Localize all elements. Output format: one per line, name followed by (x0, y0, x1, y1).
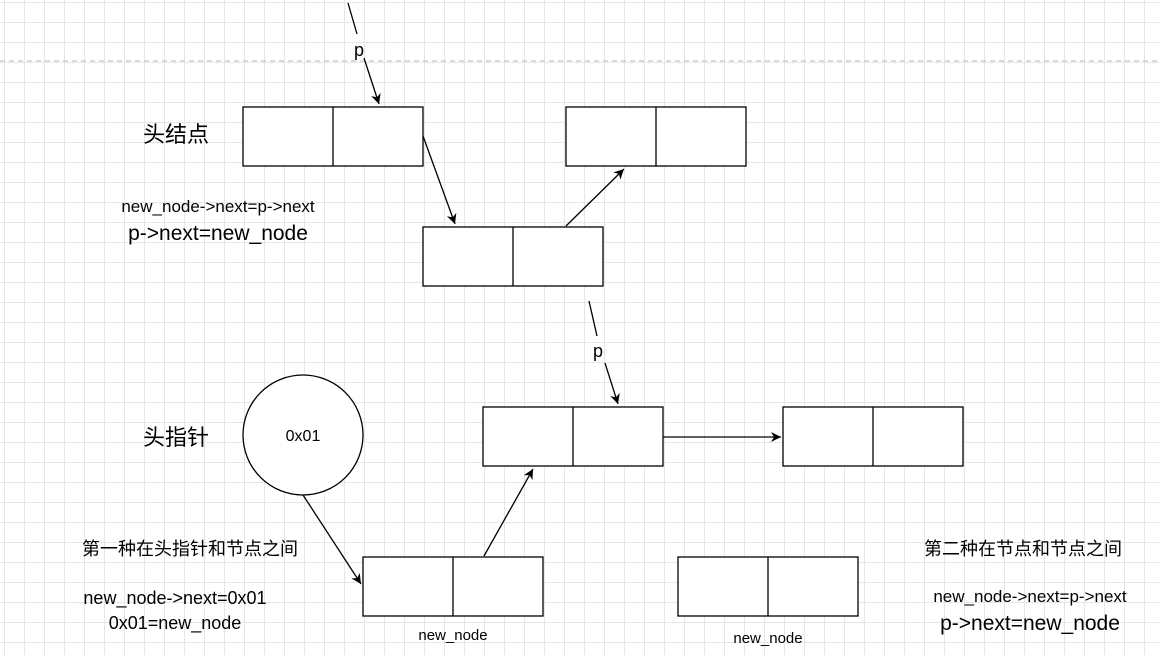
pointer-p-bottom-arrow (604, 362, 620, 405)
code-case1-line1: new_node->next=0x01 (83, 588, 266, 609)
code-top-line2: p->next=new_node (128, 222, 308, 245)
pointer-p-bottom-tail (588, 300, 598, 337)
head-pointer-circle: 0x01 (242, 374, 364, 496)
bottom-right-node-label: new_node (733, 630, 802, 647)
head-node (242, 106, 424, 167)
code-case2-line1: new_node->next=p->next (933, 587, 1127, 606)
head-pointer-address: 0x01 (286, 428, 321, 445)
arrow-new-node-to-middle-node (483, 468, 534, 557)
code-case2-line2: p->next=new_node (940, 612, 1120, 635)
middle-node (482, 406, 664, 467)
arrow-new-node-to-next (565, 168, 625, 227)
top-new-node (422, 226, 604, 287)
case1-title: 第一种在头指针和节点之间 (82, 539, 298, 560)
arrow-head-to-new-node (422, 135, 457, 225)
bottom-left-new-node (362, 556, 544, 617)
pointer-p-bottom-label: p (593, 341, 603, 361)
bottom-right-new-node (677, 556, 859, 617)
case2-title: 第二种在节点和节点之间 (924, 539, 1122, 560)
pointer-p-top-label: p (354, 40, 364, 60)
head-pointer-label: 头指针 (143, 426, 209, 451)
code-top-line1: new_node->next=p->next (121, 197, 315, 216)
bottom-left-node-label: new_node (418, 627, 487, 644)
pointer-p-top-arrow (363, 57, 381, 105)
top-right-node (565, 106, 747, 167)
middle-right-node (782, 406, 964, 467)
arrow-head-pointer-to-new-node (302, 494, 362, 585)
head-node-label: 头结点 (143, 123, 209, 148)
code-case1-line2: 0x01=new_node (109, 613, 242, 634)
pointer-p-top-tail (347, 2, 358, 35)
